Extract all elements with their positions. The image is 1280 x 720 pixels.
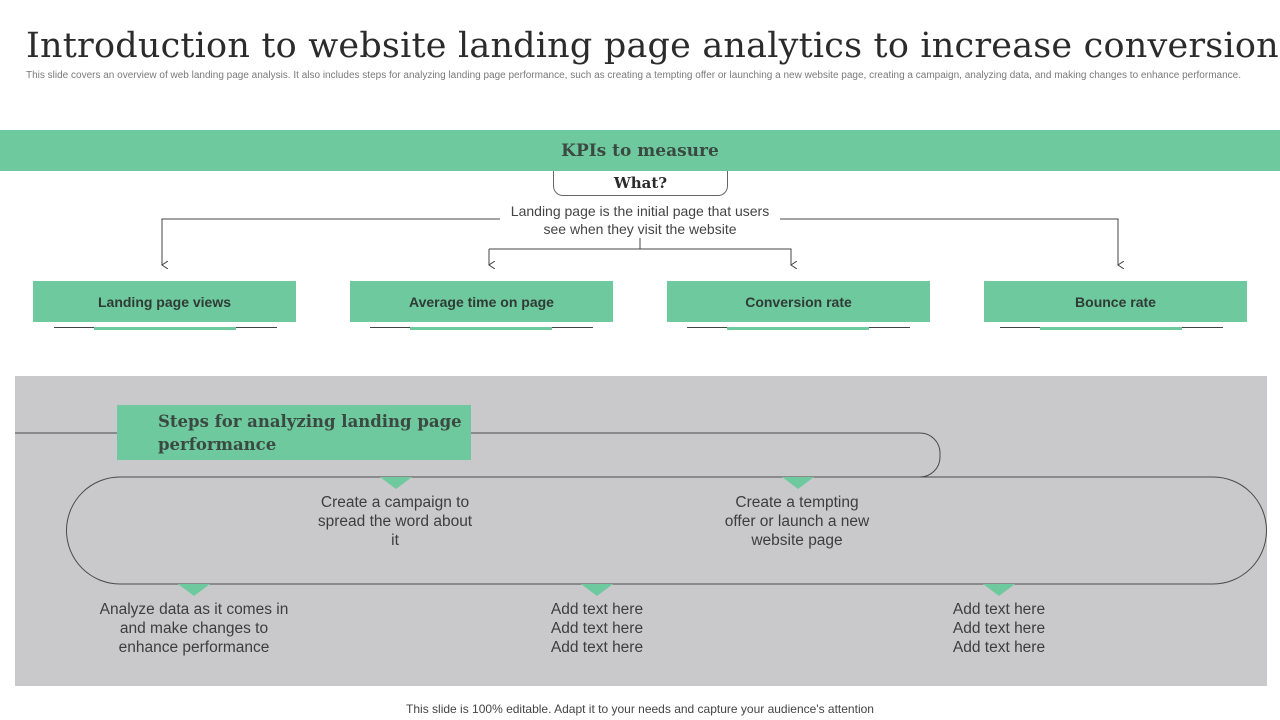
step-marker-bottom-2	[581, 584, 613, 596]
kpi-bounce-rate: Bounce rate	[984, 281, 1247, 322]
connector-right	[780, 218, 1118, 265]
landing-page-definition: Landing page is the initial page that us…	[510, 203, 770, 237]
step-create-campaign: Create a campaign to spread the word abo…	[317, 494, 473, 549]
step-marker-top-2	[782, 477, 814, 489]
kpi-underline	[370, 327, 593, 330]
track-loop	[66, 476, 1267, 585]
step-placeholder-2: Add text here Add text here Add text her…	[952, 601, 1046, 656]
step-analyze-data: Analyze data as it comes in and make cha…	[99, 601, 289, 656]
track-top-line	[15, 432, 941, 478]
kpi-banner: KPIs to measure	[0, 130, 1280, 171]
kpi-underline	[1000, 327, 1223, 330]
kpi-landing-page-views: Landing page views	[33, 281, 296, 322]
steps-header: Steps for analyzing landing page perform…	[117, 405, 471, 460]
step-marker-bottom-3	[983, 584, 1015, 596]
step-marker-bottom-1	[178, 584, 210, 596]
slide-subtitle: This slide covers an overview of web lan…	[26, 70, 1241, 81]
what-tab: What?	[553, 171, 728, 196]
kpi-conversion-rate: Conversion rate	[667, 281, 930, 322]
connector-mid-right	[640, 248, 791, 265]
kpi-underline	[54, 327, 277, 330]
step-marker-top-1	[380, 477, 412, 489]
kpi-underline	[687, 327, 910, 330]
kpi-average-time-on-page: Average time on page	[350, 281, 613, 322]
footer-note: This slide is 100% editable. Adapt it to…	[406, 702, 874, 716]
step-create-offer: Create a tempting offer or launch a new …	[724, 494, 870, 549]
step-placeholder-1: Add text here Add text here Add text her…	[550, 601, 644, 656]
connector-left	[162, 218, 500, 265]
slide-title: Introduction to website landing page ana…	[26, 26, 1280, 66]
